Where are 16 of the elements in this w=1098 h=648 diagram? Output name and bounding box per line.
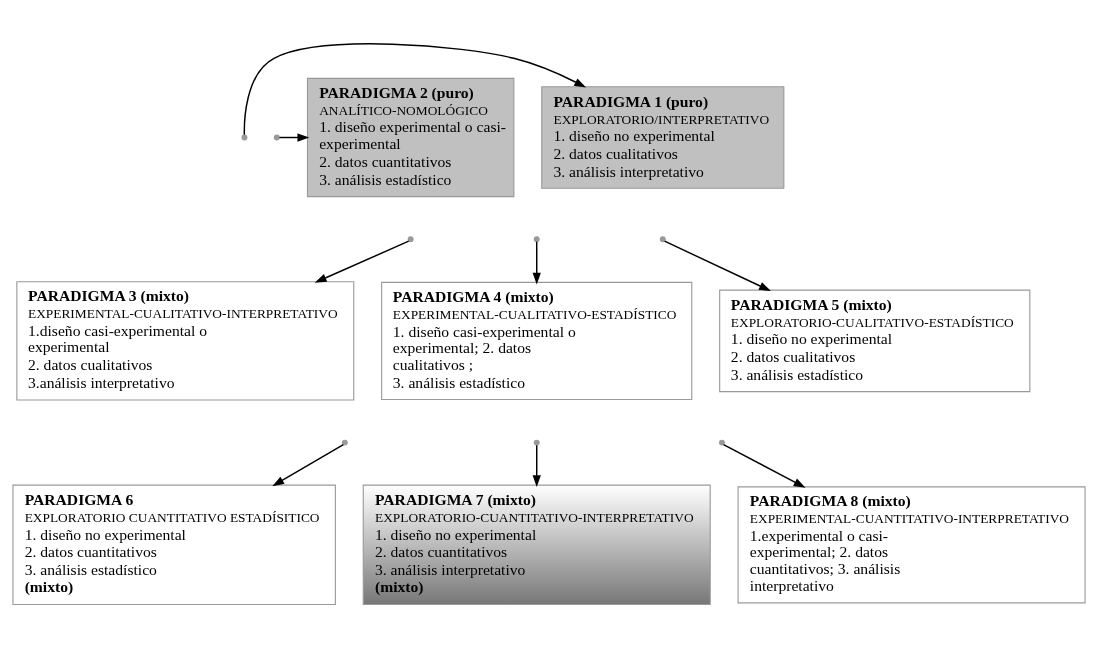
node-box: PARADIGMA 2 (puro) ANALÍTICO-NOMOLÓGICO 1. diseño experimental o casi-experimental 2. datos cuantitativos 3. análisis estadístico [306, 77, 515, 198]
arrow [314, 240, 410, 283]
node-box: PARADIGMA 8 (mixto) EXPERIMENTAL-CUANTITATIVO-INTERPRETATIVO 1.experimental o casi-experimental; 2. datos cuantitativos; 3. análisis interpretativo [737, 486, 1086, 604]
node-box: PARADIGMA 6 EXPLORATORIO CUANTITATIVO ESTADÍSITICO 1. diseño no experimental 2. datos cuantitativos 3. análisis estadístico (mixto) [12, 484, 336, 606]
arrow [532, 444, 541, 488]
arrow [278, 133, 310, 142]
node-box: PARADIGMA 7 (mixto) EXPLORATORIO-CUANTITATIVO-INTERPRETATIVO 1. diseño no experimental 2. datos cuantitativos 3. análisis interpretativo (mixto) [362, 484, 711, 606]
node-box: PARADIGMA 5 (mixto) EXPLORATORIO-CUALITATIVO-ESTADÍSTICO 1. diseño no experimental 2. datos cualitativos 3. análisis estadístico [719, 289, 1031, 393]
arrow [663, 240, 771, 292]
node-box: PARADIGMA 1 (puro) EXPLORATORIO/INTERPRETATIVO 1. diseño no experimental 2. datos cualitativos 3. análisis interpretativo [541, 86, 785, 189]
arrow [532, 241, 541, 285]
node-box: PARADIGMA 3 (mixto) EXPERIMENTAL-CUALITATIVO-INTERPRETATIVO 1.diseño casi-experimental o experimental 2. datos cualitativos 3.análisis interpretativo [16, 281, 355, 401]
arrow [272, 443, 345, 487]
arrow [243, 43, 587, 136]
arrow [722, 443, 806, 488]
node-box: PARADIGMA 4 (mixto) EXPERIMENTAL-CUALITATIVO-ESTADÍSTICO 1. diseño casi-experimental o experimental; 2. datos cualitativos ; 3. análisis estadístico [381, 281, 693, 401]
